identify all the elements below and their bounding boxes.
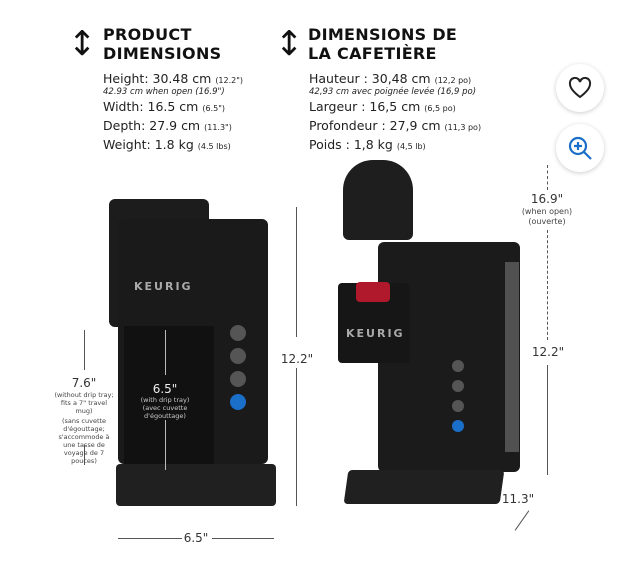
k-cup-pod: [356, 282, 390, 302]
vertical-arrow-icon: ↕: [68, 24, 97, 64]
front-height-label: 12.2": [280, 352, 314, 366]
front-width-label: 6.5": [183, 531, 209, 545]
side-height-label: 12.2": [531, 345, 565, 359]
favorite-button[interactable]: [556, 64, 604, 112]
mug-clearance-label: 7.6": [71, 376, 97, 390]
vertical-arrow-icon: ↕: [275, 24, 304, 64]
depth-label: 11.3": [501, 492, 535, 506]
brand-logo: KEURIG: [134, 280, 193, 293]
zoom-button[interactable]: [556, 124, 604, 172]
zoom-in-icon: [568, 136, 592, 160]
open-height-label: 16.9": [530, 192, 564, 206]
heart-icon: [568, 77, 592, 99]
